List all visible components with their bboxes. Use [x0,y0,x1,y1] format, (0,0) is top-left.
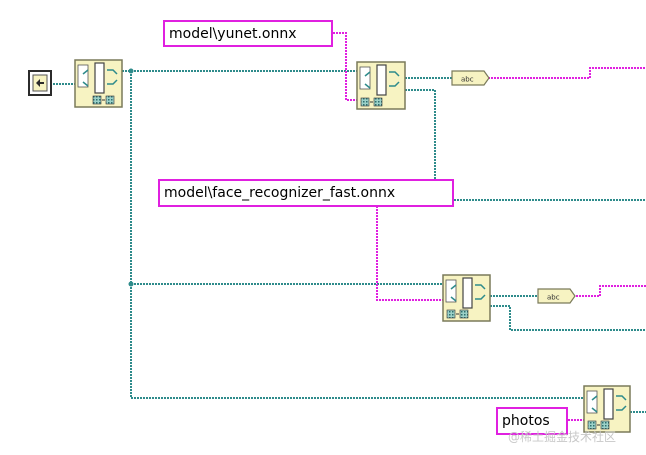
photos-folder-constant[interactable]: photos [496,407,568,435]
string-indicator-recognizer[interactable]: abc [537,288,576,304]
input-refnum-control[interactable] [28,70,52,96]
wire-junctions [128,68,134,287]
wire-yunet-path[interactable] [333,32,357,101]
arrow-left-icon [36,79,44,87]
string-indicator-label: abc [547,294,560,302]
refnum-wires [50,70,646,413]
photos-node[interactable] [583,385,631,433]
wire-detector-cont[interactable] [405,89,646,201]
recognizer-path-constant[interactable]: model\face_recognizer_fast.onnx [158,179,454,207]
wire-recognizer-cont[interactable] [490,305,646,331]
init-node[interactable] [74,59,123,108]
face-detector-node[interactable] [356,61,406,110]
string-wires [333,32,646,421]
yunet-path-constant[interactable]: model\yunet.onnx [163,20,333,47]
wire-recognizer-string-out[interactable] [576,285,646,297]
wire-recognizer-path[interactable] [376,206,443,301]
wire-detector-string-out[interactable] [488,67,646,79]
watermark: @稀土掘金技术社区 [508,430,617,444]
string-indicator-label: abc [461,76,474,84]
string-indicator-detector[interactable]: abc [451,70,490,86]
face-recognizer-node[interactable] [442,274,491,322]
